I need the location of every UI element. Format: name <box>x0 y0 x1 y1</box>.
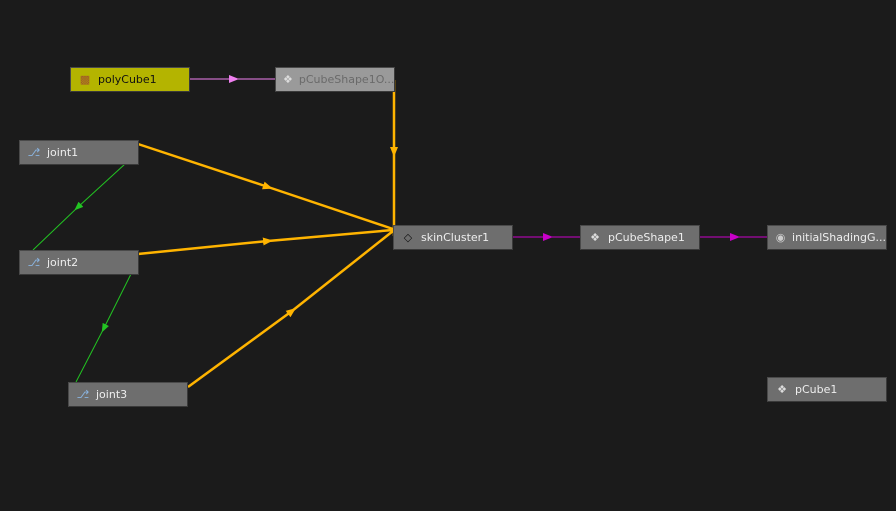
node-label: joint1 <box>47 146 79 159</box>
node-joint2[interactable]: ⎇ joint2 <box>19 250 139 275</box>
shading-group-icon: ◉ <box>775 231 786 244</box>
node-pcubeshape1orig[interactable]: ❖ pCubeShape1O... <box>275 67 395 92</box>
edge-joint2-to-joint3[interactable] <box>75 273 132 383</box>
edge-joint1-to-skincluster[interactable] <box>137 142 394 231</box>
node-polycube1[interactable]: ▩ polyCube1 <box>70 67 190 92</box>
node-label: polyCube1 <box>98 73 157 86</box>
joint-icon: ⎇ <box>27 146 41 159</box>
skin-cluster-icon: ◇ <box>403 231 413 244</box>
edge-joint2-to-skincluster[interactable] <box>137 228 394 256</box>
joint-icon: ⎇ <box>27 256 41 269</box>
node-label: pCubeShape1O... <box>298 73 395 86</box>
node-pcube1[interactable]: ❖ pCube1 <box>767 377 887 402</box>
node-label: skinCluster1 <box>421 231 490 244</box>
transform-icon: ❖ <box>777 383 787 396</box>
node-initialshadinggroup[interactable]: ◉ initialShadingG... <box>767 225 887 250</box>
node-joint3[interactable]: ⎇ joint3 <box>68 382 188 407</box>
joint-icon: ⎇ <box>76 388 90 401</box>
node-label: joint3 <box>96 388 128 401</box>
poly-cube-icon: ▩ <box>79 73 91 86</box>
node-pcubeshape1[interactable]: ❖ pCubeShape1 <box>580 225 700 250</box>
node-label: pCube1 <box>795 383 838 396</box>
node-skincluster1[interactable]: ◇ skinCluster1 <box>393 225 513 250</box>
node-label: pCubeShape1 <box>608 231 685 244</box>
edge-joint1-to-joint2[interactable] <box>32 163 126 251</box>
node-joint1[interactable]: ⎇ joint1 <box>19 140 139 165</box>
node-label: joint2 <box>47 256 79 269</box>
shape-icon: ❖ <box>590 231 600 244</box>
shape-icon: ❖ <box>283 73 293 86</box>
edge-joint3-to-skincluster[interactable] <box>187 230 394 389</box>
node-label: initialShadingG... <box>792 231 886 244</box>
